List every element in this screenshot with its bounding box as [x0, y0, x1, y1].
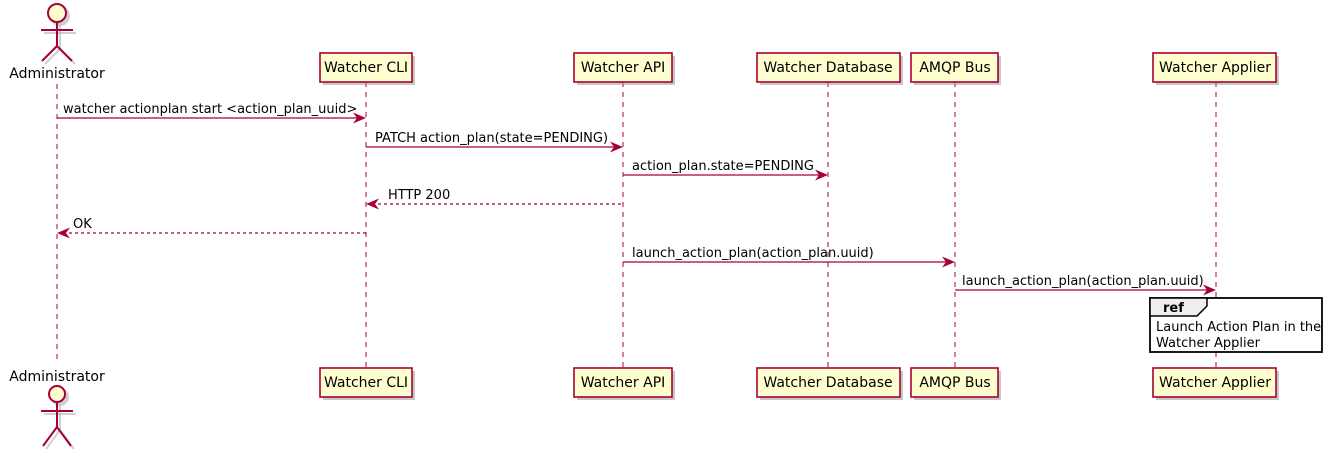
participant-watcher-applier-top: Watcher Applier	[1152, 52, 1279, 85]
message-5-arrowhead-icon	[57, 227, 70, 239]
ref-fragment: ref Launch Action Plan in the Watcher Ap…	[1149, 297, 1323, 353]
participant-watcher-api-bottom: Watcher API	[573, 367, 675, 400]
participants-top: Watcher CLI Watcher API Watcher Database…	[319, 52, 1279, 85]
actor-label-bottom: Administrator	[9, 369, 105, 385]
message-3: action_plan.state=PENDING	[623, 159, 828, 181]
participant-watcher-applier-label: Watcher Applier	[1159, 60, 1271, 76]
participant-watcher-database-label: Watcher Database	[763, 375, 892, 391]
message-6-arrowhead-icon	[942, 256, 955, 268]
actor-figure-icon	[41, 385, 73, 447]
participant-watcher-api-label: Watcher API	[581, 375, 666, 391]
message-7: launch_action_plan(action_plan.uuid)	[955, 274, 1216, 296]
messages: watcher actionplan start <action_plan_uu…	[57, 102, 1216, 296]
actor-figure-icon	[41, 3, 73, 62]
ref-header	[1149, 297, 1208, 317]
participant-watcher-cli-top: Watcher CLI	[319, 52, 415, 85]
message-7-label: launch_action_plan(action_plan.uuid)	[962, 274, 1204, 289]
ref-text-line2: Watcher Applier	[1156, 336, 1261, 351]
message-1: watcher actionplan start <action_plan_uu…	[57, 102, 366, 124]
message-2-label: PATCH action_plan(state=PENDING)	[375, 131, 608, 146]
participant-watcher-api-top: Watcher API	[573, 52, 675, 85]
ref-text-line1: Launch Action Plan in the	[1156, 320, 1321, 335]
message-4: HTTP 200	[366, 188, 623, 210]
participant-watcher-cli-label: Watcher CLI	[324, 375, 408, 391]
participant-amqp-bus-top: AMQP Bus	[910, 52, 1001, 85]
message-3-arrowhead-icon	[815, 169, 828, 181]
participant-watcher-applier-label: Watcher Applier	[1159, 375, 1271, 391]
participant-watcher-cli-bottom: Watcher CLI	[319, 367, 415, 400]
participant-watcher-database-top: Watcher Database	[756, 52, 903, 85]
participant-amqp-bus-label: AMQP Bus	[919, 375, 990, 391]
message-5: OK	[57, 217, 366, 239]
ref-keyword: ref	[1163, 301, 1184, 316]
participant-amqp-bus-label: AMQP Bus	[919, 60, 990, 76]
participant-amqp-bus-bottom: AMQP Bus	[910, 367, 1001, 400]
participant-watcher-database-bottom: Watcher Database	[756, 367, 903, 400]
message-4-label: HTTP 200	[388, 188, 450, 203]
message-1-label: watcher actionplan start <action_plan_uu…	[63, 102, 357, 117]
participant-watcher-api-label: Watcher API	[581, 60, 666, 76]
participant-watcher-applier-bottom: Watcher Applier	[1152, 367, 1279, 400]
message-5-label: OK	[73, 217, 92, 232]
message-7-arrowhead-icon	[1203, 284, 1216, 296]
participant-watcher-cli-label: Watcher CLI	[324, 60, 408, 76]
message-2-arrowhead-icon	[610, 141, 623, 153]
message-4-arrowhead-icon	[366, 198, 379, 210]
message-2: PATCH action_plan(state=PENDING)	[366, 131, 623, 153]
participants-bottom: Watcher CLI Watcher API Watcher Database…	[319, 367, 1279, 400]
message-3-label: action_plan.state=PENDING	[632, 159, 814, 174]
message-6-label: launch_action_plan(action_plan.uuid)	[632, 246, 874, 261]
actor-administrator-top: Administrator	[9, 3, 105, 82]
participant-watcher-database-label: Watcher Database	[763, 60, 892, 76]
actor-label-top: Administrator	[9, 66, 105, 82]
lifelines	[56, 82, 1217, 368]
actor-administrator-bottom: Administrator	[9, 369, 105, 450]
message-1-arrowhead-icon	[353, 112, 366, 124]
message-6: launch_action_plan(action_plan.uuid)	[623, 246, 955, 268]
